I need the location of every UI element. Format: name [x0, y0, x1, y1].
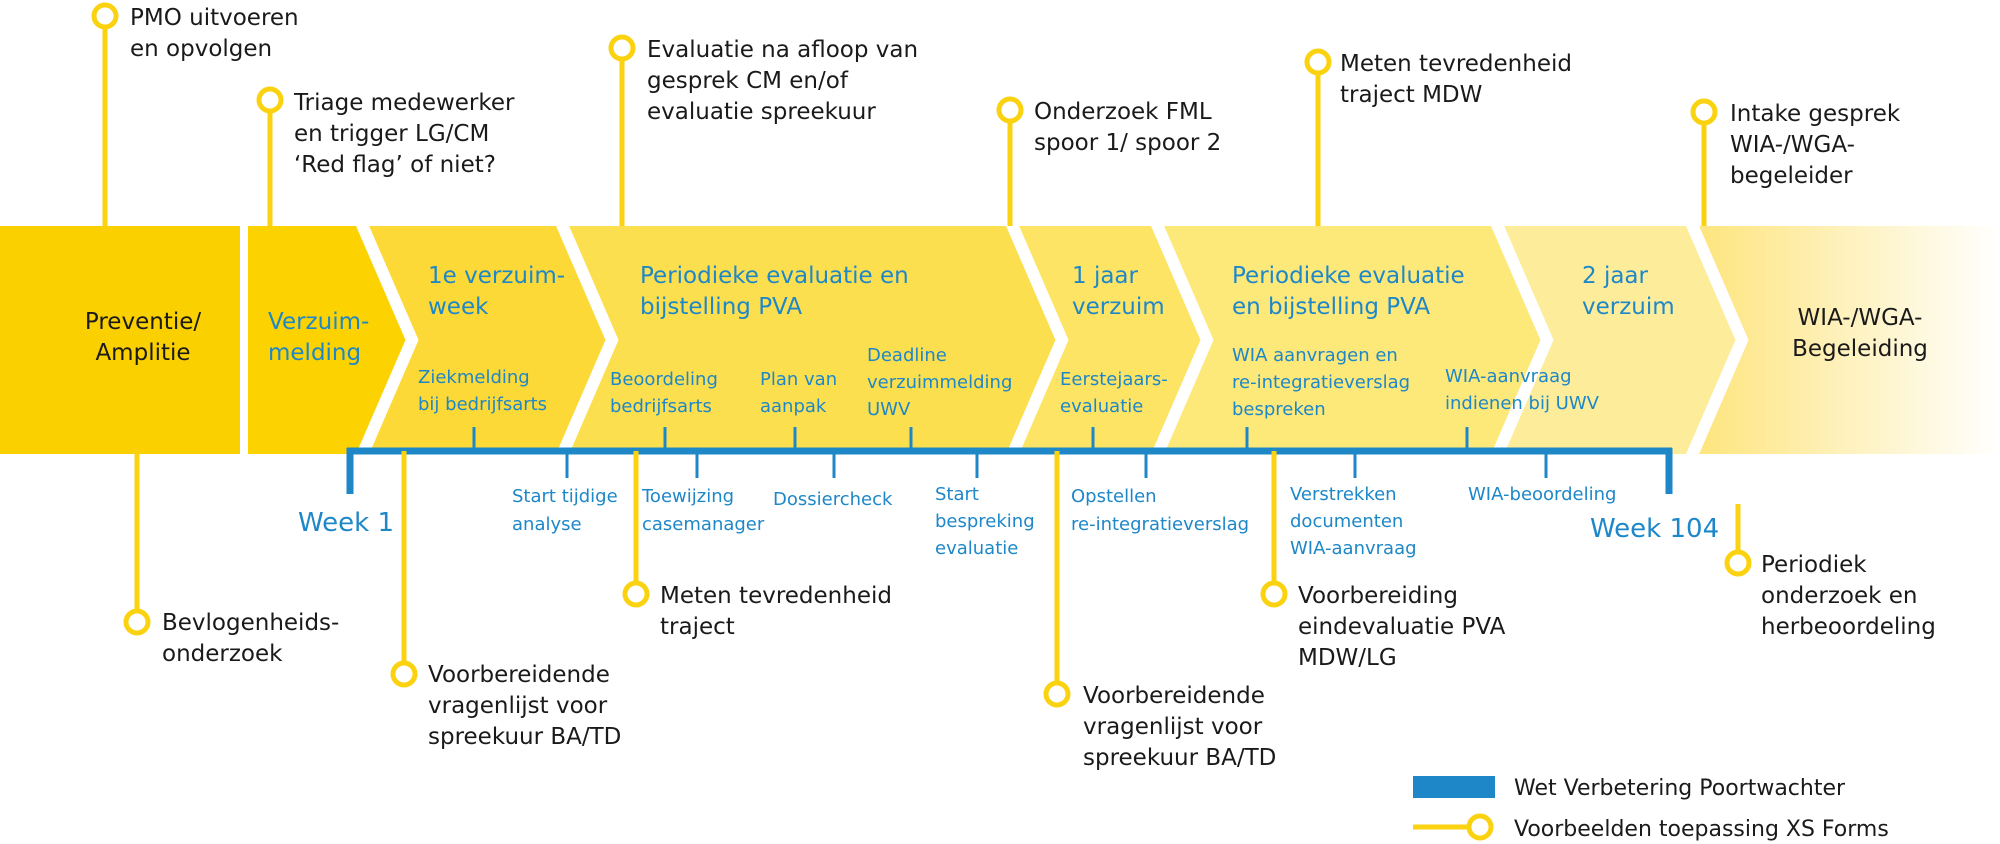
lower-label-dossiercheck: Dossiercheck — [773, 489, 893, 510]
phase-block-1-jaar-verzuim — [1010, 226, 1207, 454]
phase-title-preventie: Preventie/Amplitie — [85, 309, 201, 366]
phase-block-periodieke-evaluatie-1 — [560, 226, 1062, 454]
phase-block-verzuimweek — [360, 226, 612, 454]
marker-bottom-tevredenheid — [622, 580, 650, 608]
marker-top-fml — [996, 96, 1024, 124]
legend-bar-swatch — [1413, 776, 1495, 798]
marker-top-evaluatie — [608, 34, 636, 62]
phase-title-verzuimweek: 1e verzuim-week — [428, 263, 565, 320]
legend: Wet Verbetering Poortwachter Voorbeelden… — [1413, 776, 1889, 842]
phase-block-periodieke-evaluatie-2 — [1155, 226, 1547, 454]
marker-bottom-eindevaluatie — [1260, 580, 1288, 608]
phase-block-verzuimmelding — [248, 226, 412, 454]
marker-bottom-vragenlijst-1 — [390, 660, 418, 688]
lower-label-wia-beoordeling: WIA-beoordeling — [1468, 484, 1616, 505]
phase-title-wia-wga: WIA-/WGA-Begeleiding — [1792, 305, 1928, 362]
marker-top-intake — [1690, 98, 1718, 126]
legend-marker-circle — [1466, 813, 1494, 841]
marker-bottom-bevlogenheid — [123, 608, 151, 636]
phase-block-wia-wga — [1690, 226, 2000, 454]
timeline — [346, 427, 1673, 494]
week-end-label: Week 104 — [1590, 514, 1719, 544]
week-start-label: Week 1 — [298, 508, 394, 538]
marker-label-bevlogenheid: Bevlogenheids-onderzoek — [162, 610, 339, 667]
phase-title-verzuimmelding: Verzuim-melding — [268, 309, 369, 366]
legend-marker-label: Voorbeelden toepassing XS Forms — [1514, 817, 1889, 842]
marker-top-pmo — [91, 2, 119, 30]
marker-bottom-herbeoordeling — [1724, 549, 1752, 577]
phase-sub-eerstejaarsevaluatie: Eerstejaars-evaluatie — [1060, 369, 1168, 417]
marker-top-tevredenheid — [1304, 48, 1332, 76]
phase-block-2-jaar-verzuim — [1495, 226, 1742, 454]
legend-bar-label: Wet Verbetering Poortwachter — [1514, 776, 1846, 801]
phase-block-preventie — [0, 226, 240, 454]
marker-bottom-vragenlijst-2 — [1043, 680, 1071, 708]
marker-top-triage — [256, 86, 284, 114]
